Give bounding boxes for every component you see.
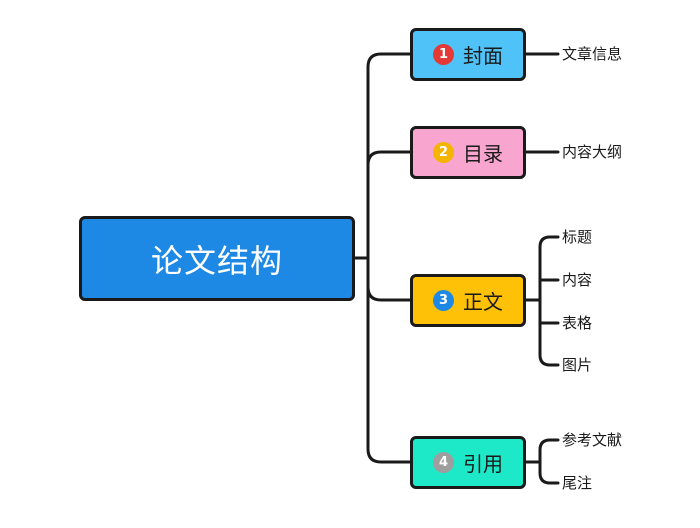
leaf-node: 内容 [562, 271, 593, 289]
branch-label: 正文 [463, 290, 503, 314]
branch-citation: 4 引用 [410, 436, 526, 489]
branch-label: 引用 [463, 452, 503, 476]
leaf-node: 内容大纲 [562, 143, 623, 161]
number-badge-2: 2 [433, 142, 454, 163]
branch-toc: 2 目录 [410, 126, 526, 179]
leaf-node: 参考文献 [562, 431, 623, 449]
number-badge-4: 4 [433, 452, 454, 473]
root-label: 论文结构 [150, 241, 283, 280]
leaf-node: 标题 [562, 228, 593, 246]
leaf-node: 表格 [562, 314, 593, 332]
number-badge-3: 3 [433, 290, 454, 311]
number-badge-1: 1 [433, 44, 454, 65]
branch-label: 目录 [463, 142, 503, 166]
leaf-node: 尾注 [562, 474, 593, 492]
leaf-node: 图片 [562, 356, 593, 374]
branch-body: 3 正文 [410, 274, 526, 327]
root-node: 论文结构 [79, 216, 355, 301]
branch-label: 封面 [463, 44, 503, 68]
leaf-node: 文章信息 [562, 45, 623, 63]
branch-cover: 1 封面 [410, 28, 526, 81]
